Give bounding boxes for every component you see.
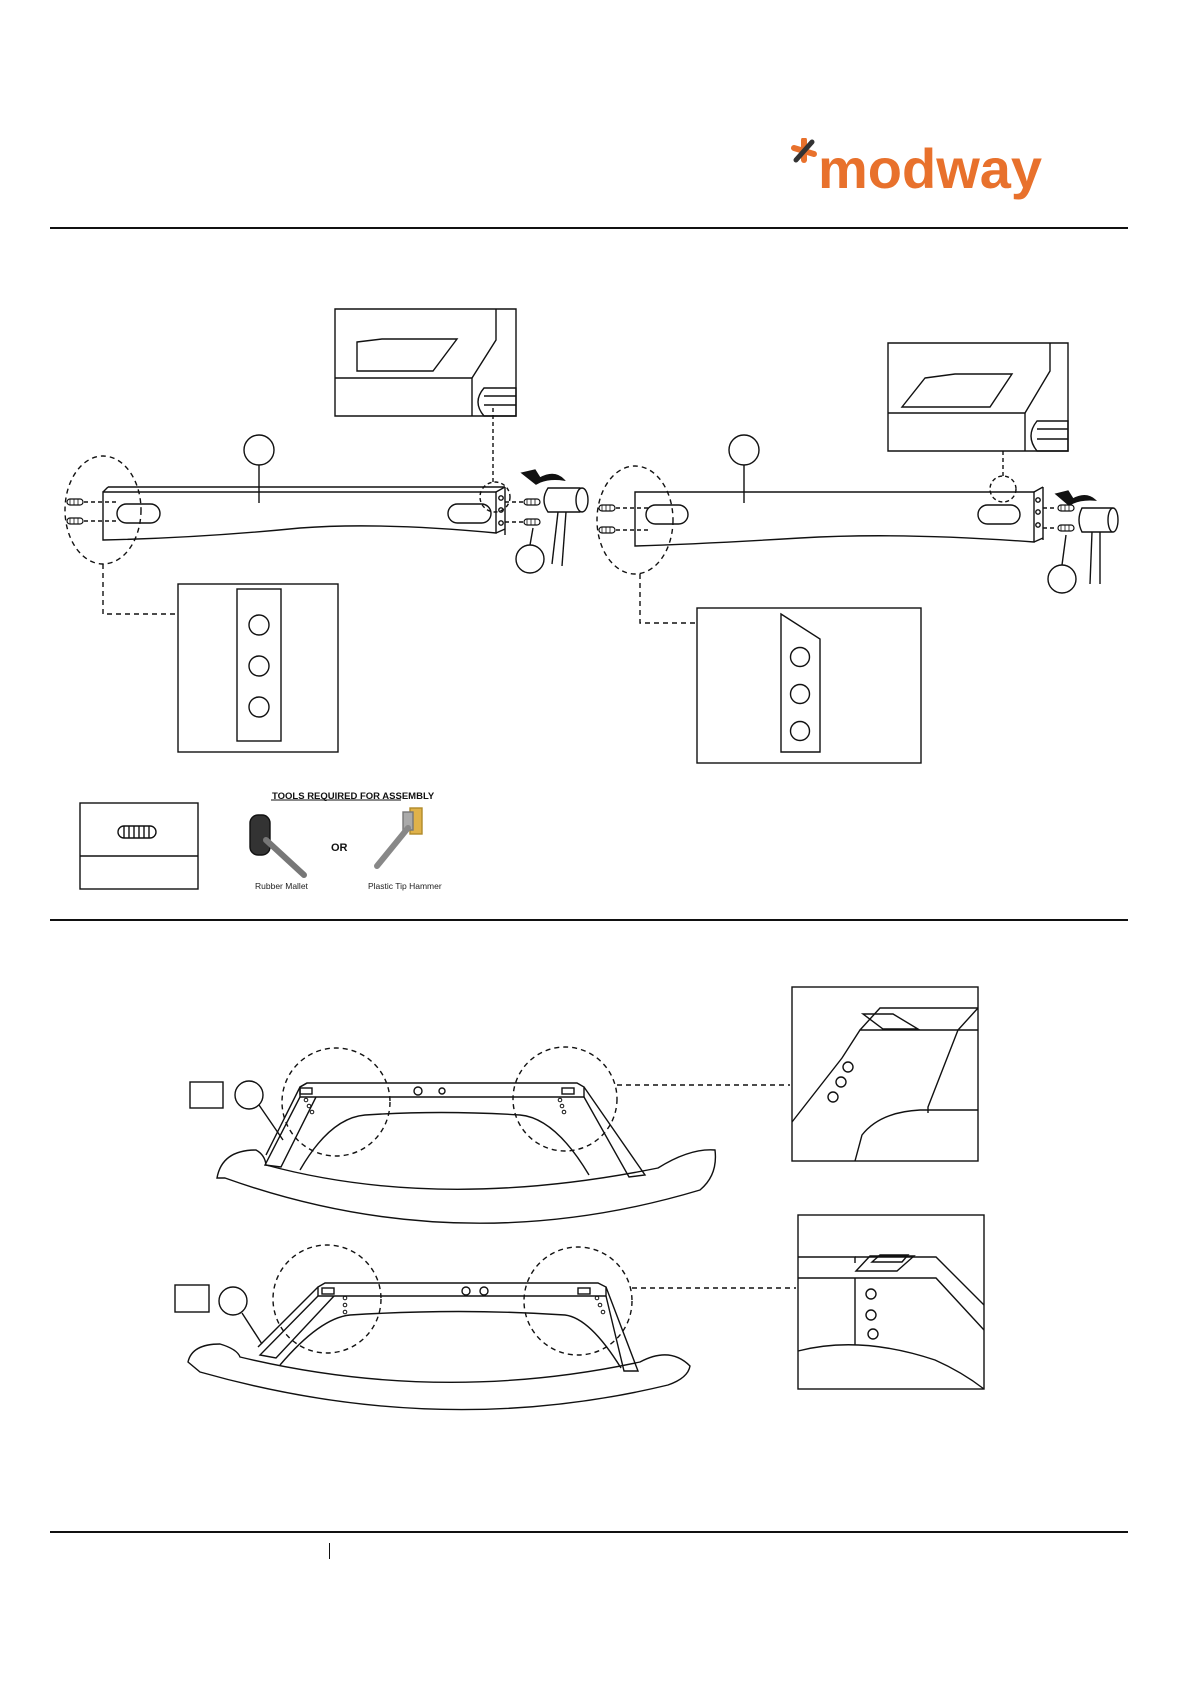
rubber-mallet-icon	[250, 815, 304, 875]
tools-heading: TOOLS REQUIRED FOR ASSEMBLY	[272, 791, 435, 802]
hardware-box	[80, 803, 198, 889]
part-callout-circle	[729, 435, 759, 465]
part-callout-circle	[235, 1081, 263, 1109]
rail-right-diagram	[597, 343, 1118, 763]
dowel-callout-circle	[1048, 565, 1076, 593]
rubber-mallet-label: Rubber Mallet	[255, 881, 309, 891]
part-callout-circle	[219, 1287, 247, 1315]
rocker-frame-2	[175, 1215, 984, 1410]
tools-section	[250, 800, 422, 875]
rail-left-diagram	[65, 309, 588, 752]
tools-or-label: OR	[331, 842, 348, 854]
dowel-hardware-icon	[118, 826, 156, 838]
plastic-tip-hammer-label: Plastic Tip Hammer	[368, 881, 442, 891]
mallet-icon	[522, 470, 588, 566]
part-callout-circle	[244, 435, 274, 465]
dowel-callout-circle	[516, 545, 544, 573]
rocker-frame-1	[190, 987, 978, 1223]
plastic-tip-hammer-icon	[377, 808, 422, 866]
